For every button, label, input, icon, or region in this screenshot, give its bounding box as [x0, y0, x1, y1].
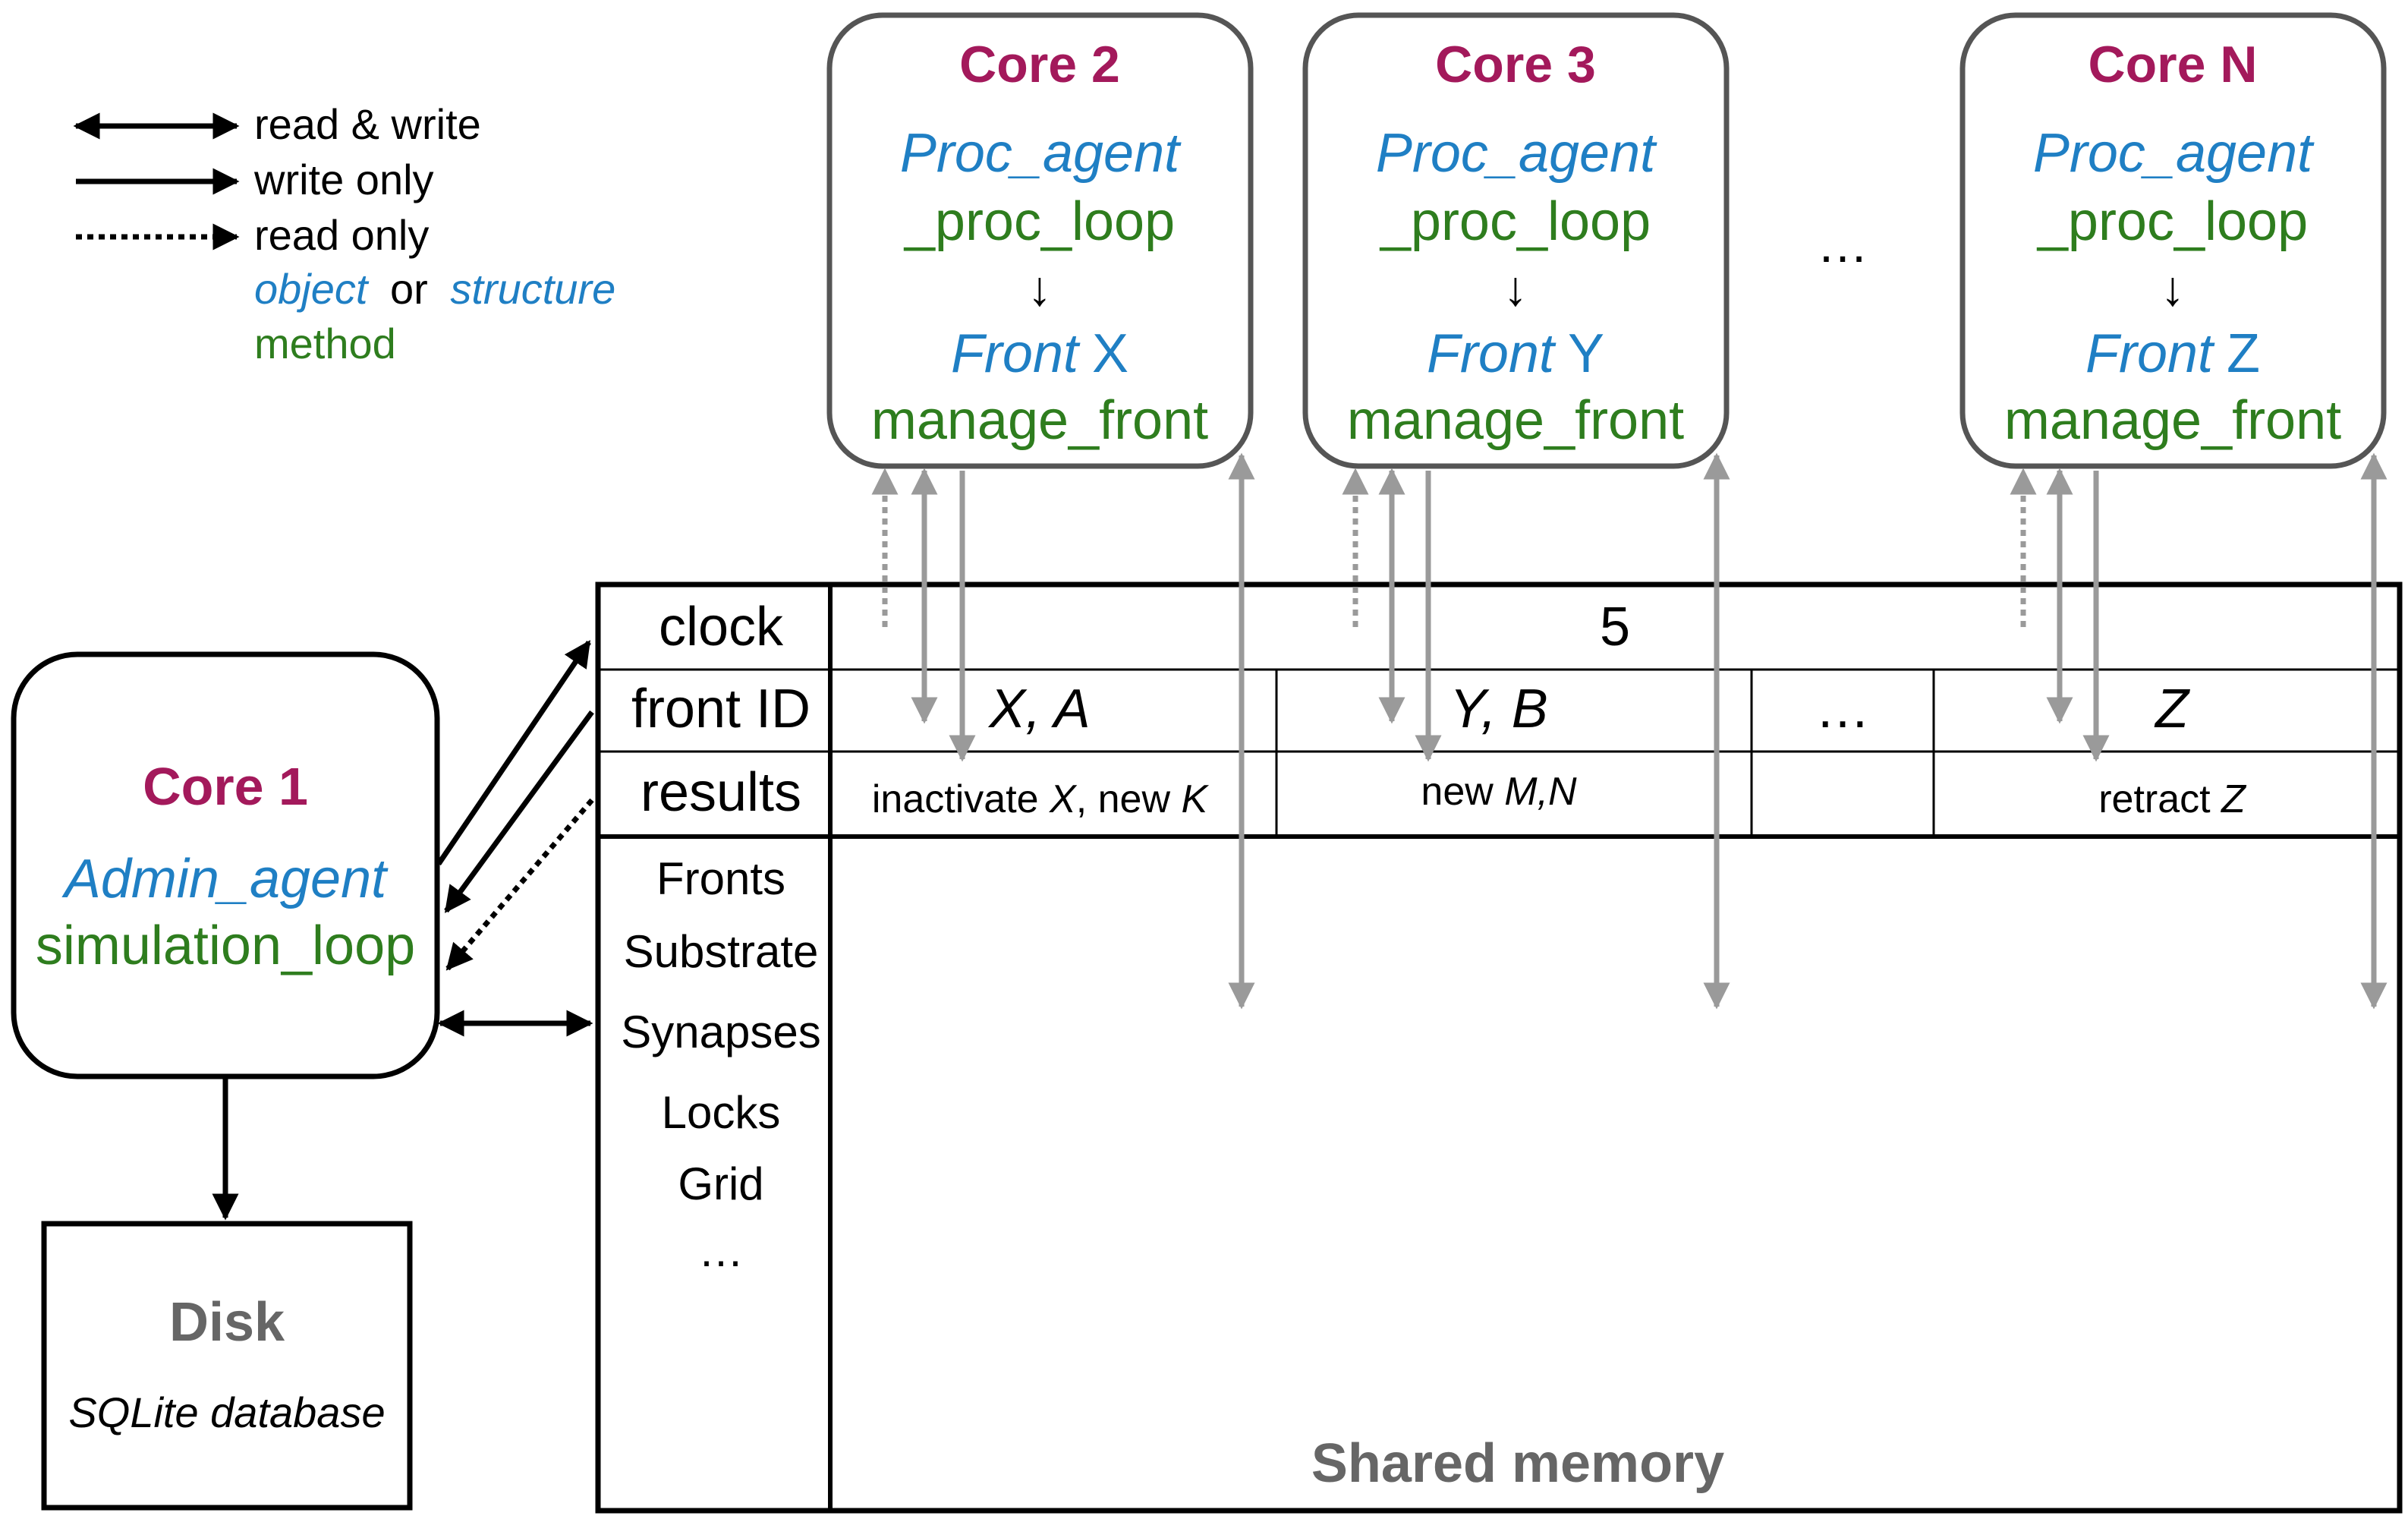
cores-ellipsis: …: [1817, 216, 1868, 273]
front-letter: Y: [1568, 323, 1604, 384]
structure-ellipsis: …: [698, 1225, 744, 1276]
write-arrow-from-front-id: [444, 710, 594, 913]
core-loop: _proc_loop: [903, 191, 1175, 252]
core-title: Core 2: [959, 36, 1120, 93]
structure-fronts: Fronts: [656, 853, 785, 904]
legend-method-label: method: [254, 320, 396, 367]
structure-synapses: Synapses: [621, 1007, 821, 1057]
legend-or-word: or: [390, 265, 428, 313]
results-var: X: [1049, 777, 1078, 821]
legend-structure-word: structure: [450, 265, 615, 313]
core-1-agent: Admin_agent: [61, 849, 389, 909]
core-agent: Proc_agent: [900, 123, 1182, 184]
legend-read-only-label: read only: [254, 211, 429, 259]
row-label-front-id: front ID: [631, 679, 811, 739]
core-1-title: Core 1: [143, 757, 308, 816]
results-text: retract: [2098, 777, 2221, 821]
results-var: K: [1181, 777, 1209, 821]
front-id-cell: X, A: [987, 679, 1090, 739]
row-label-clock: clock: [659, 597, 784, 657]
core-3-arrows: [1342, 452, 1730, 1010]
results-cell: retract Z: [2098, 777, 2247, 821]
core-agent: Proc_agent: [2033, 123, 2315, 184]
results-text: inactivate: [872, 777, 1050, 821]
core-title: Core N: [2089, 36, 2258, 93]
legend-object-word: object: [254, 265, 370, 313]
structure-grid: Grid: [678, 1158, 763, 1209]
front-id-cell: Z: [2154, 679, 2190, 739]
down-arrow-glyph: ↓: [1028, 261, 1052, 316]
row-label-results: results: [641, 762, 801, 823]
legend-write-only-label: write only: [253, 156, 434, 203]
shared-memory-table: clock front ID results 5 X, A Y, B … Z i…: [595, 581, 2403, 1514]
front-word: Front: [2085, 323, 2215, 384]
disk-title: Disk: [169, 1292, 285, 1353]
front-id-cell: Y, B: [1450, 679, 1547, 739]
shared-memory-label: Shared memory: [1311, 1433, 1724, 1494]
front-letter: Z: [2227, 323, 2260, 384]
structure-locks: Locks: [662, 1087, 781, 1138]
read-arrow-from-results: [445, 798, 594, 971]
results-var: Z: [2220, 777, 2247, 821]
legend-read-write-label: read & write: [254, 100, 481, 148]
down-arrow-glyph: ↓: [2161, 261, 2185, 316]
core-method: manage_front: [1347, 390, 1684, 451]
results-var: M,N: [1504, 770, 1577, 814]
legend-object-structure: object or structure: [254, 265, 615, 313]
structure-substrate: Substrate: [624, 926, 819, 977]
core-2-arrows: [871, 452, 1255, 1010]
disk-subtitle: SQLite database: [68, 1388, 385, 1436]
down-arrow-glyph: ↓: [1503, 261, 1528, 316]
core-1-box: Core 1 Admin_agent simulation_loop: [11, 651, 440, 1079]
front-id-cell: …: [1815, 679, 1870, 739]
core-method: manage_front: [871, 390, 1208, 451]
front-letter: X: [1092, 323, 1128, 384]
front-word: Front: [951, 323, 1081, 384]
core-loop: _proc_loop: [2036, 191, 2308, 252]
core-n-arrows: [2010, 452, 2388, 1010]
core-1-loop: simulation_loop: [36, 915, 415, 976]
write-arrow-to-clock: [436, 640, 591, 865]
results-text: , new: [1076, 777, 1182, 821]
clock-value: 5: [1600, 597, 1630, 657]
core-method: manage_front: [2004, 390, 2341, 451]
core-loop: _proc_loop: [1379, 191, 1651, 252]
core-1-arrows: [212, 640, 594, 1221]
disk-box: Disk SQLite database: [41, 1221, 413, 1511]
core-agent: Proc_agent: [1376, 123, 1657, 184]
legend: read & write write only read only object…: [73, 100, 615, 367]
results-cell: new M,N: [1421, 770, 1577, 814]
core-title: Core 3: [1435, 36, 1596, 93]
front-word: Front: [1427, 323, 1557, 384]
results-text: new: [1421, 770, 1504, 814]
results-cell: inactivate X, new K: [872, 777, 1210, 821]
